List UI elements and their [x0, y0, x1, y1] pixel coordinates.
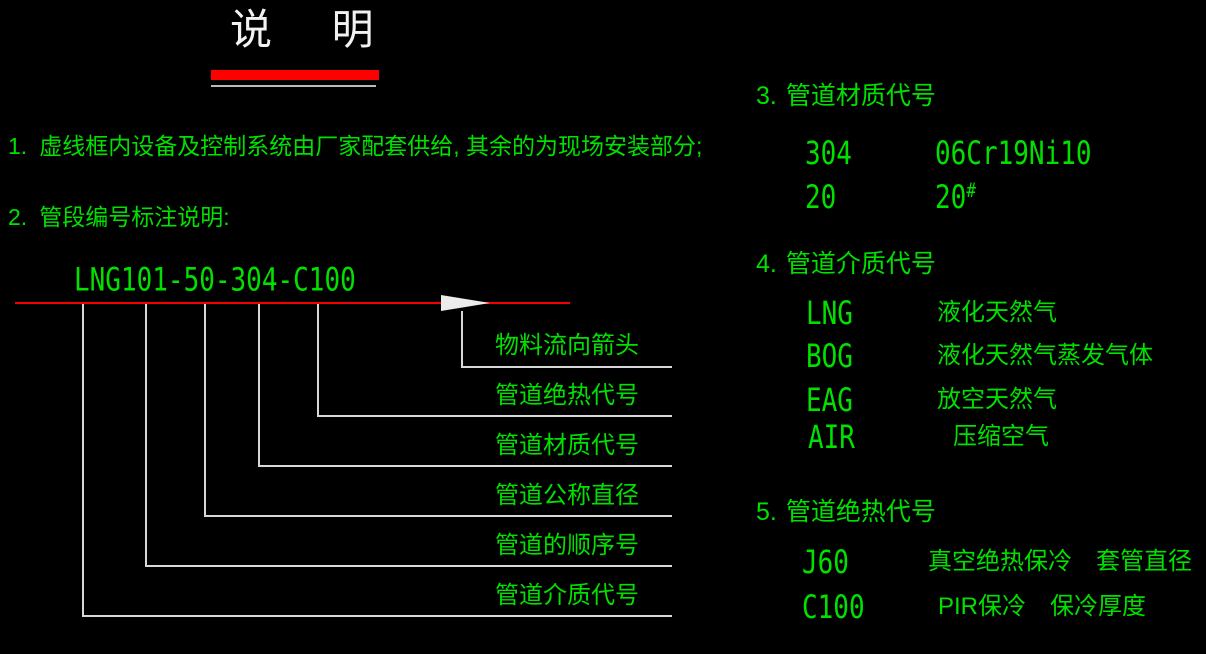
insulation-code-cell: J60 — [802, 544, 849, 582]
insulation-desc-cell: 真空绝热保冷 套管直径 — [928, 548, 1192, 575]
material-code-cell: 20 — [805, 179, 837, 217]
section-title: 管道介质代号 — [785, 250, 936, 278]
callout-label-insulation-code: 管道绝热代号 — [495, 382, 639, 409]
medium-desc-cell: 液化天然气 — [937, 299, 1057, 326]
insulation-desc-cell: PIR保冷 保冷厚度 — [938, 593, 1147, 620]
material-code-cell: 304 — [805, 135, 852, 173]
sheet-title: 说 明 — [230, 6, 398, 53]
insulation-code-cell: C100 — [802, 589, 865, 627]
callout-underline — [258, 465, 672, 467]
note-text: 虚线框内设备及控制系统由厂家配套供给, 其余的为现场安装部分; — [39, 133, 703, 159]
section-number: 3. — [756, 82, 777, 110]
title-accent-bar — [211, 70, 379, 80]
callout-underline — [82, 615, 672, 617]
title-rule — [211, 85, 376, 87]
callout-label-material-code: 管道材质代号 — [495, 432, 639, 459]
pipe-line — [15, 302, 570, 304]
note-item-2: 2. 管段编号标注说明: — [8, 203, 230, 233]
note-number: 1. — [8, 133, 28, 159]
callout-label-flow-arrow: 物料流向箭头 — [495, 332, 639, 359]
medium-code-cell: AIR — [808, 419, 855, 457]
note-text: 管段编号标注说明: — [39, 204, 230, 230]
material-desc-cell: 06Cr19Ni10 — [935, 135, 1092, 173]
section-title: 管道绝热代号 — [785, 498, 936, 526]
material-desc-cell: 20# — [935, 178, 976, 217]
section-number: 5. — [756, 498, 777, 526]
medium-code-cell: EAG — [806, 382, 853, 420]
callout-label-sequence-number: 管道的顺序号 — [495, 532, 639, 559]
note-number: 2. — [8, 204, 28, 230]
callout-connector-diameter — [204, 304, 206, 517]
section-heading-material-codes: 3. 管道材质代号 — [756, 81, 936, 112]
callout-connector-material — [258, 304, 260, 467]
callout-connector-insulation — [317, 304, 319, 417]
callout-connector-medium — [82, 304, 84, 617]
section-number: 4. — [756, 250, 777, 278]
medium-code-cell: BOG — [806, 338, 853, 376]
pipe-tag-example: LNG101-50-304-C100 — [74, 264, 356, 297]
pipe-tag-text: LNG101-50-304-C100 — [74, 262, 356, 300]
callout-underline — [204, 515, 672, 517]
note-item-1: 1. 虚线框内设备及控制系统由厂家配套供给, 其余的为现场安装部分; — [8, 132, 702, 162]
section-heading-insulation-codes: 5. 管道绝热代号 — [756, 497, 936, 528]
section-heading-medium-codes: 4. 管道介质代号 — [756, 249, 936, 280]
medium-desc-cell: 放空天然气 — [937, 386, 1057, 413]
callout-connector-arrow — [461, 311, 463, 368]
callout-underline — [145, 565, 672, 567]
superscript-mark: # — [966, 178, 976, 202]
medium-desc-cell: 液化天然气蒸发气体 — [937, 342, 1153, 369]
callout-connector-sequence — [145, 304, 147, 567]
medium-desc-cell: 压缩空气 — [953, 423, 1049, 450]
flow-direction-arrow-icon — [441, 295, 490, 311]
medium-code-cell: LNG — [806, 295, 853, 333]
callout-underline — [461, 366, 672, 368]
callout-label-medium-code: 管道介质代号 — [495, 582, 639, 609]
callout-label-nominal-diameter: 管道公称直径 — [495, 482, 639, 509]
section-title: 管道材质代号 — [785, 82, 936, 110]
callout-underline — [317, 415, 672, 417]
